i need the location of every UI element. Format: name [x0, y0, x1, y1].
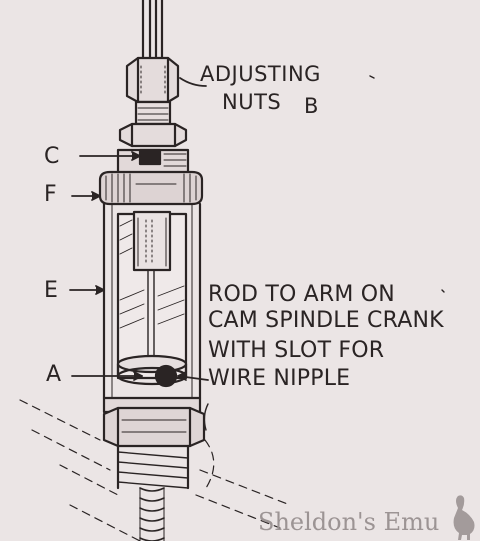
adjusting-nuts-label-line2: NUTS [222, 90, 282, 114]
rod-callout-line4: WIRE NIPPLE [208, 366, 351, 391]
label-b: B [304, 94, 319, 118]
adjusting-nut-lower [118, 122, 188, 148]
threaded-shank [116, 444, 190, 490]
rod-callout-line2: CAM SPINDLE CRANK [208, 308, 444, 333]
top-wires [141, 0, 164, 60]
threaded-stud [134, 100, 172, 126]
rod-callout-line1: ROD TO ARM ON [208, 282, 395, 307]
leader-lines [69, 75, 445, 431]
label-a: A [46, 362, 62, 387]
label-c: C [44, 144, 60, 169]
adjusting-nut-top [125, 56, 180, 104]
watermark-text: Sheldon's Emu [258, 508, 440, 536]
base-fitting [102, 396, 206, 448]
watermark-emu-logo [453, 495, 475, 540]
coiled-cable [139, 487, 165, 541]
barrel-body-e [102, 202, 202, 400]
label-f: F [44, 182, 58, 207]
label-e: E [44, 278, 59, 303]
mounting-outline [19, 399, 291, 541]
adjusting-nuts-label-line1: ADJUSTING [200, 62, 321, 86]
knurled-nut-f [98, 170, 204, 206]
rod-callout-line3: WITH SLOT FOR [208, 338, 385, 363]
